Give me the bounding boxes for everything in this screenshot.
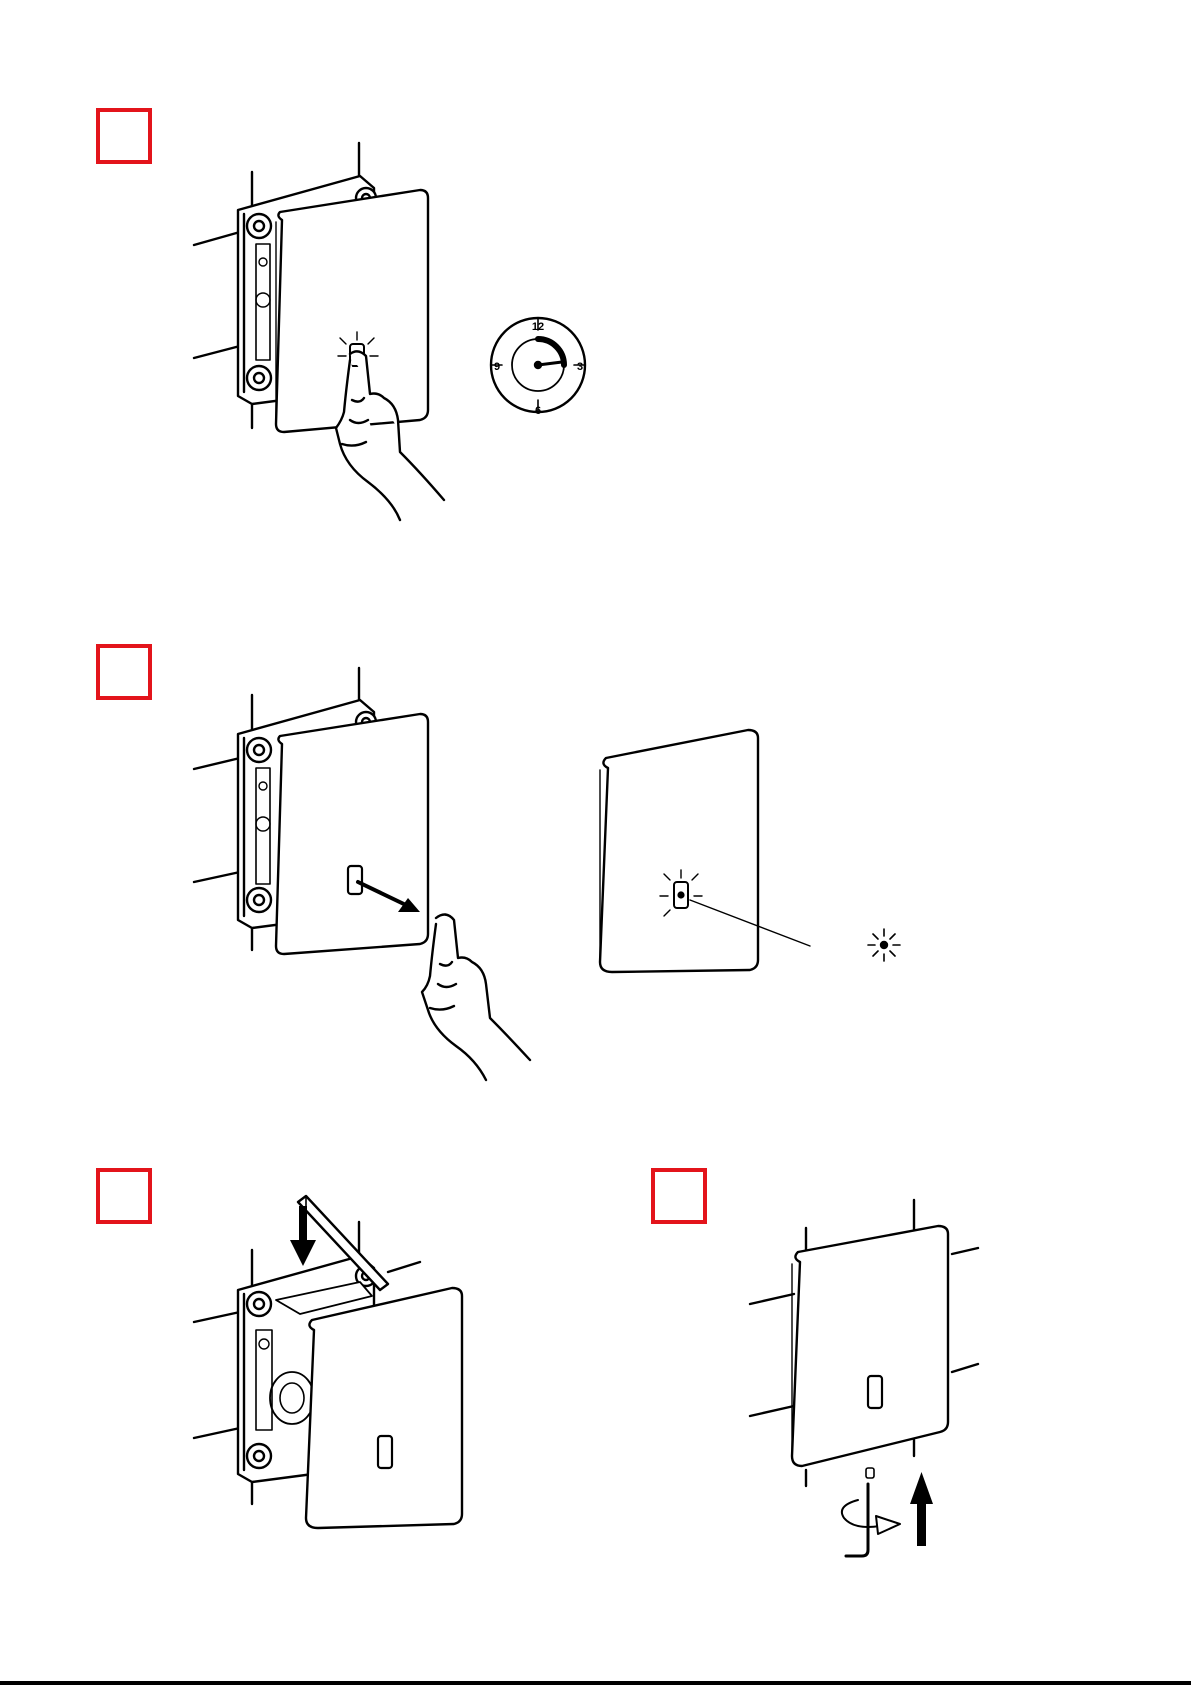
- cover-plate-mounted: [792, 1226, 948, 1466]
- clock-icon: 12 3 6 9: [491, 318, 585, 417]
- clock-label-6: 6: [535, 405, 541, 417]
- hex-key-icon: [846, 1468, 874, 1556]
- clock-label-3: 3: [577, 361, 583, 373]
- cover-plate-front: [600, 730, 758, 972]
- cover-plate: [276, 714, 428, 954]
- page-bottom-rule: [0, 1681, 1191, 1685]
- step-3-illustration: [194, 1196, 462, 1528]
- cover-plate: [306, 1288, 462, 1528]
- step-4-illustration: [750, 1200, 978, 1556]
- led-flash-icon: [868, 929, 900, 961]
- hand-wave: [422, 914, 530, 1080]
- step-2-illustration: [194, 668, 900, 1080]
- clock-label-12: 12: [532, 321, 544, 333]
- step-1-illustration: 12 3 6 9: [194, 143, 585, 520]
- clock-label-9: 9: [494, 361, 500, 373]
- push-up-arrow-icon: [910, 1472, 933, 1546]
- rotate-arrow-icon: [842, 1500, 900, 1534]
